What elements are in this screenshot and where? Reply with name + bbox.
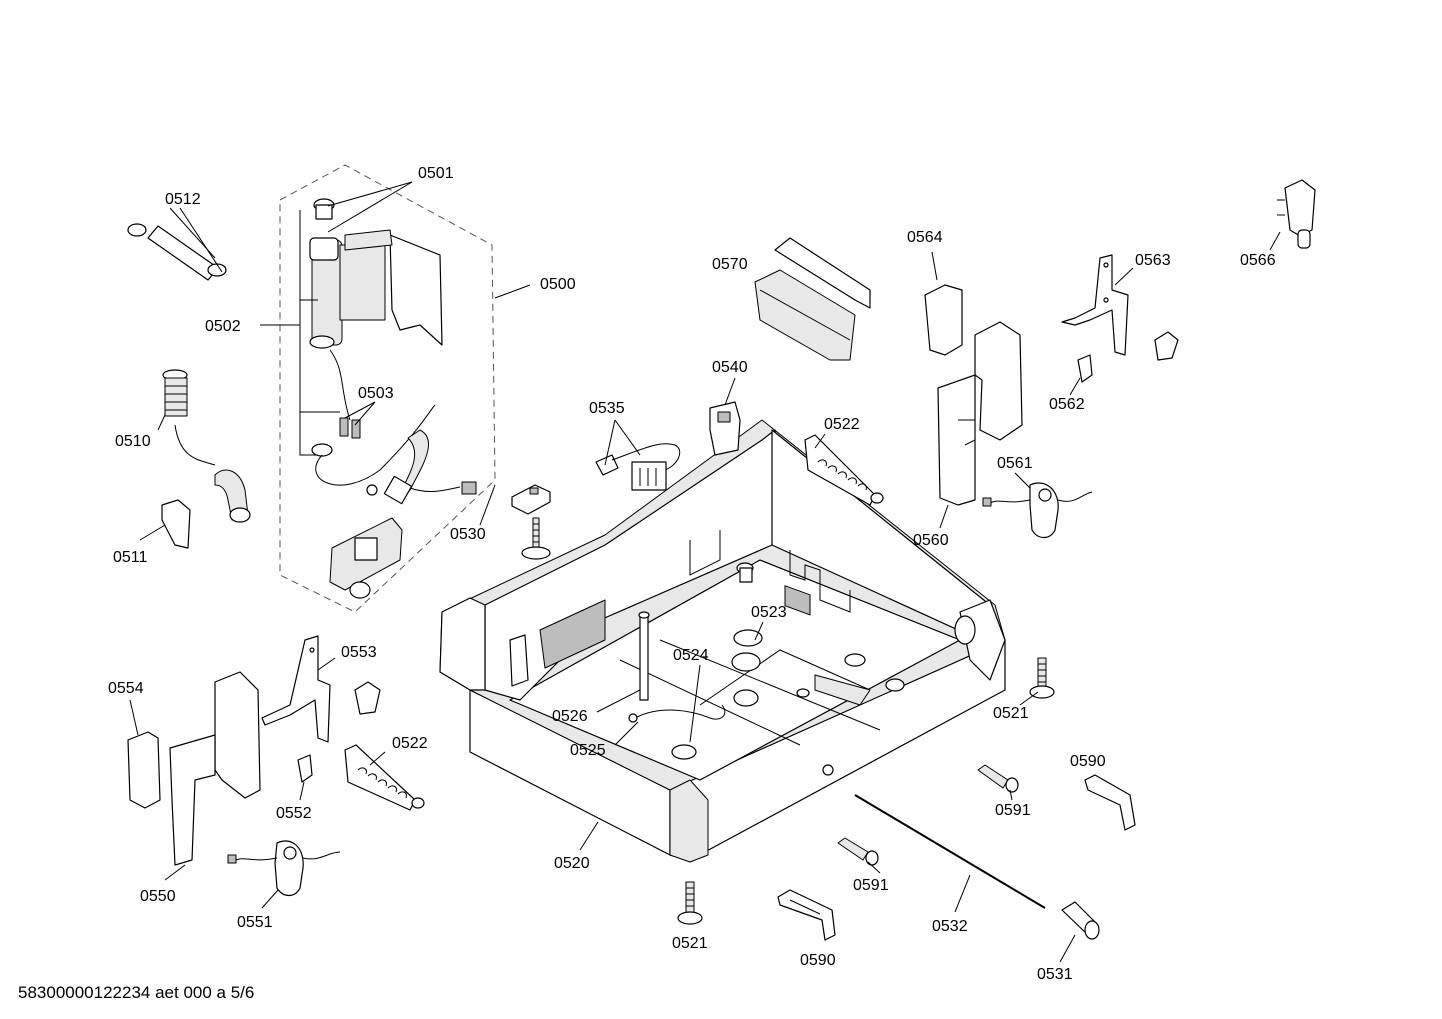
label-0591-center: 0591 — [853, 877, 889, 894]
bracket-0564 — [924, 284, 963, 356]
label-0561: 0561 — [997, 455, 1033, 472]
rail-0590-bottom — [777, 889, 836, 941]
sensor-0540 — [709, 401, 741, 456]
label-0511: 0511 — [113, 549, 148, 566]
label-0512: 0512 — [165, 191, 201, 208]
bracket-assembly-bottom — [329, 517, 403, 599]
label-0531: 0531 — [1037, 966, 1073, 983]
label-0500: 0500 — [540, 276, 576, 293]
label-0551: 0551 — [237, 914, 273, 931]
bracket-0553 — [261, 635, 331, 743]
label-0523: 0523 — [751, 604, 787, 621]
motor-0551 — [227, 840, 341, 897]
screw-0591-right — [977, 764, 1019, 793]
bracket-0563 — [1061, 254, 1129, 356]
rail-0590-right — [1084, 774, 1136, 831]
label-0590-bottom: 0590 — [800, 952, 836, 969]
leader-lines — [129, 181, 1281, 963]
tube-0512 — [127, 223, 227, 281]
label-0554: 0554 — [108, 680, 144, 697]
label-0501: 0501 — [418, 165, 454, 182]
label-0530: 0530 — [450, 526, 486, 543]
label-0552: 0552 — [276, 805, 312, 822]
label-0562: 0562 — [1049, 396, 1085, 413]
adjustable-foot-0521-right — [1029, 657, 1055, 699]
clip-0552 — [297, 754, 313, 783]
label-0540: 0540 — [712, 359, 748, 376]
clip-0562 — [1077, 354, 1093, 383]
label-0520: 0520 — [554, 855, 590, 872]
bracket-0550 — [169, 671, 261, 866]
bracket-0554 — [127, 731, 161, 809]
switch-0566 — [1277, 179, 1316, 249]
label-0590-right: 0590 — [1070, 753, 1106, 770]
hose-assembly — [366, 429, 477, 505]
document-id: 58300000122234 aet 000 a 5/6 — [18, 983, 254, 1002]
corrugated-hose — [214, 469, 251, 523]
label-0566: 0566 — [1240, 252, 1276, 269]
assembly-0500-boundary — [279, 164, 496, 613]
label-0502: 0502 — [205, 318, 241, 335]
base-tub-0520 — [439, 419, 1006, 863]
cable-0525 — [634, 704, 726, 720]
clip-0511 — [161, 499, 191, 549]
label-0522-upper: 0522 — [824, 416, 860, 433]
label-0524: 0524 — [673, 647, 709, 664]
label-0564: 0564 — [907, 229, 943, 246]
label-0560: 0560 — [913, 532, 949, 549]
label-0525: 0525 — [570, 742, 606, 759]
adjustable-foot-0530 — [511, 484, 551, 560]
label-0522-lower: 0522 — [392, 735, 428, 752]
drain-hose — [174, 424, 216, 466]
cable-0535 — [595, 443, 681, 491]
label-0550: 0550 — [140, 888, 176, 905]
cap-0531 — [1061, 901, 1100, 940]
bellow-0510 — [162, 369, 188, 417]
label-0553: 0553 — [341, 644, 377, 661]
label-0563: 0563 — [1135, 252, 1171, 269]
label-0535: 0535 — [589, 400, 625, 417]
valve-assembly-0502 — [309, 198, 443, 486]
rod-0532 — [854, 794, 1046, 909]
cable-0525-end — [628, 713, 638, 723]
bracket-0560 — [937, 321, 1023, 506]
adjustable-foot-0521-bottom — [677, 881, 703, 925]
label-0526: 0526 — [552, 708, 588, 725]
spring-0522-upper — [804, 434, 884, 506]
spring-0522-lower — [344, 744, 425, 811]
label-0532: 0532 — [932, 918, 968, 935]
block-near-0553 — [354, 681, 381, 715]
block-near-0563 — [1154, 331, 1179, 361]
control-module-0570 — [754, 237, 871, 616]
motor-0561 — [982, 482, 1093, 539]
label-0591-right: 0591 — [995, 802, 1031, 819]
label-0570: 0570 — [712, 256, 748, 273]
screw-0591-center — [837, 837, 879, 866]
label-0521-right: 0521 — [993, 705, 1029, 722]
label-0503: 0503 — [358, 385, 394, 402]
label-0510: 0510 — [115, 433, 151, 450]
label-0521-bottom: 0521 — [672, 935, 708, 952]
